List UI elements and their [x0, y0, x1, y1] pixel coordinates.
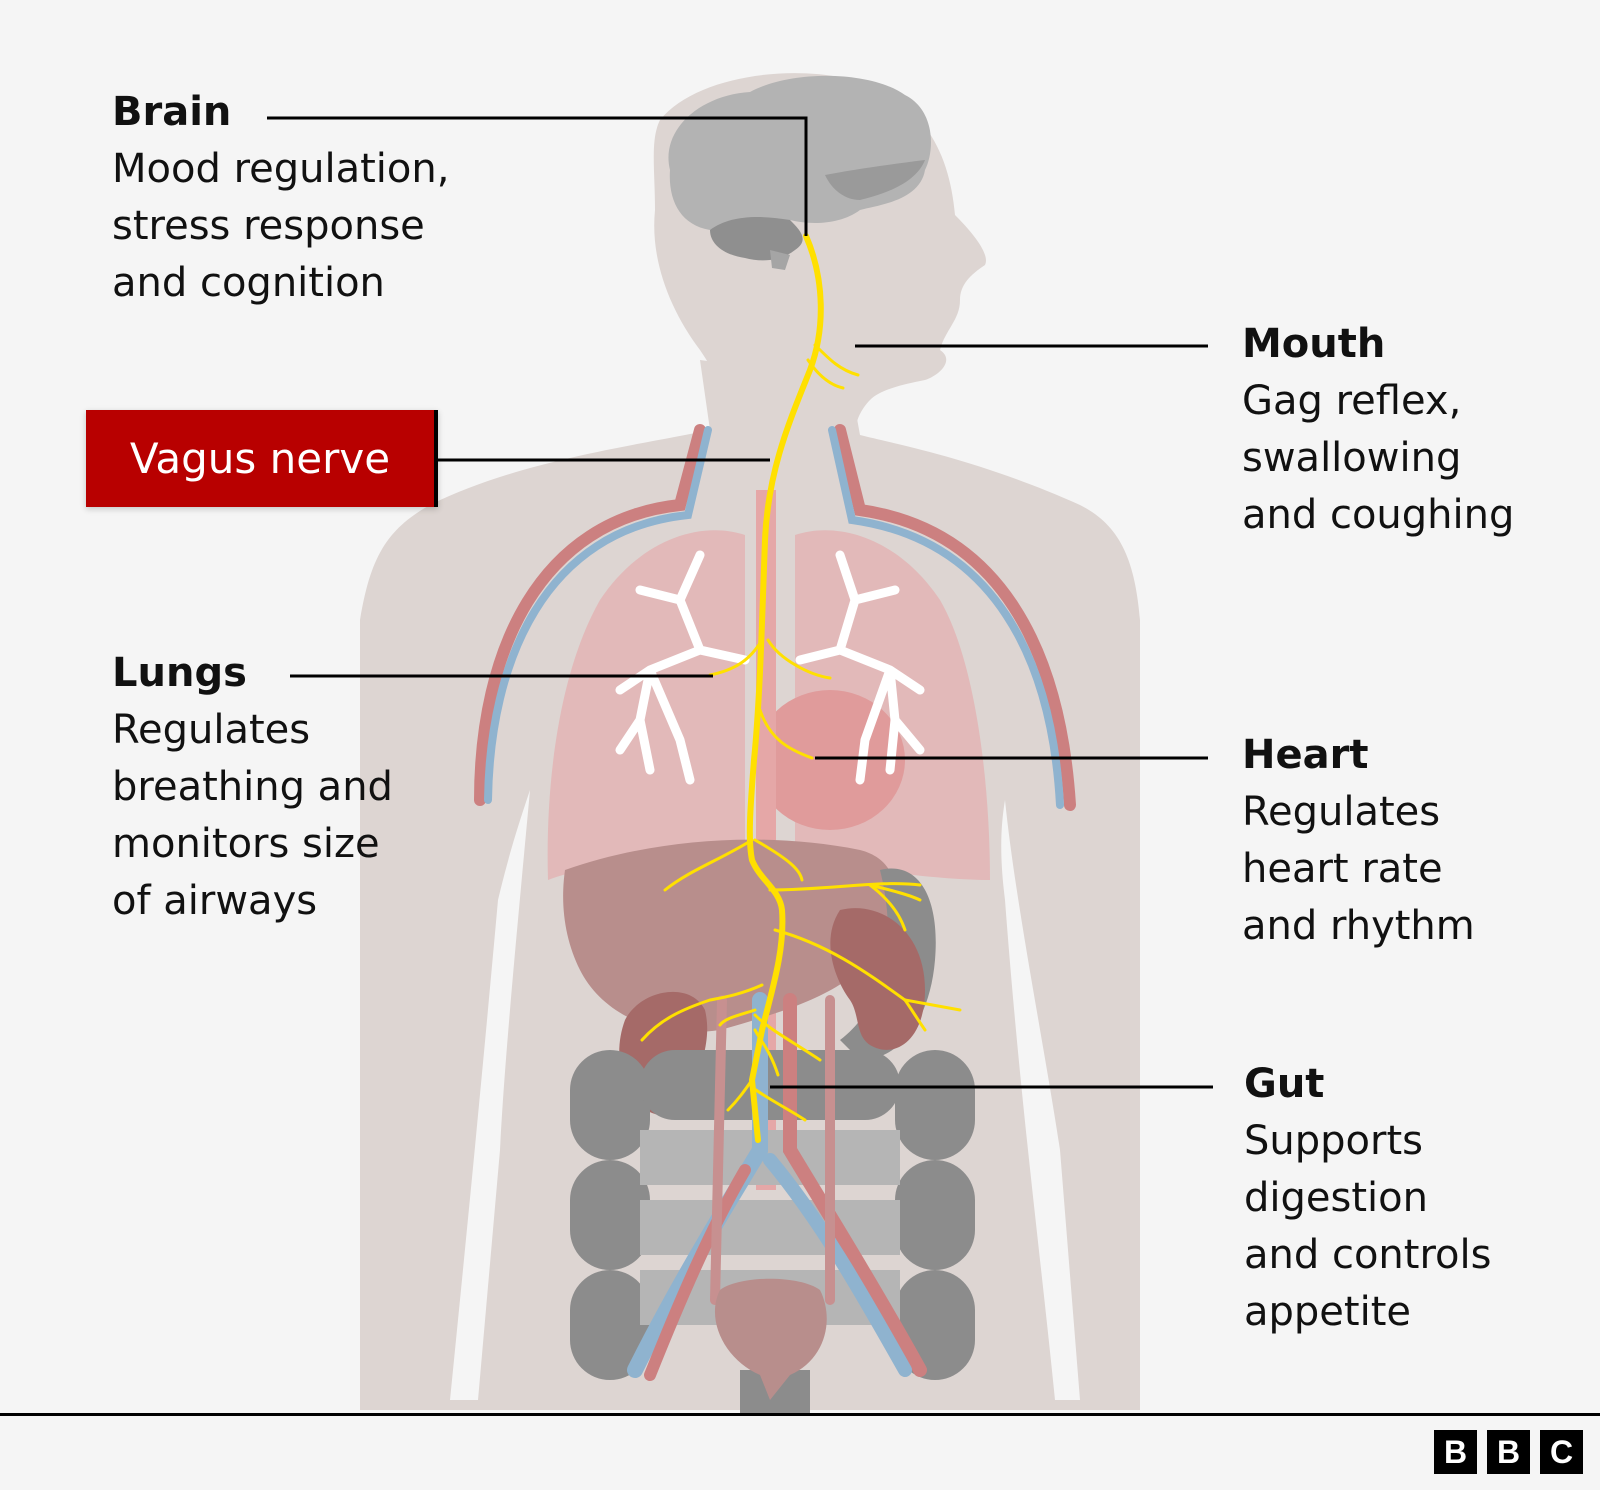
blood-vessels: [474, 424, 1076, 811]
brain-label-description: Mood regulation, stress response and cog…: [112, 146, 450, 306]
bbc-logo-letter: C: [1540, 1430, 1583, 1474]
brain-shape: [668, 75, 931, 270]
heart-label: Heart Regulates heart rate and rhythm: [1242, 727, 1475, 955]
heart-label-title: Heart: [1242, 732, 1369, 778]
footer-divider: [0, 1413, 1600, 1416]
lungs-label: Lungs Regulates breathing and monitors s…: [112, 645, 393, 930]
brain-leader-line: [267, 116, 808, 236]
vagus-nerve-path: [640, 233, 962, 1143]
leader-lines: [267, 116, 1213, 1089]
bbc-logo: B B C: [1434, 1430, 1583, 1474]
gut-label-description: Supports digestion and controls appetite: [1244, 1118, 1492, 1335]
lungs-label-title: Lungs: [112, 650, 247, 696]
brain-label: Brain Mood regulation, stress response a…: [112, 84, 449, 312]
gut-label-title: Gut: [1244, 1061, 1325, 1107]
brain-label-title: Brain: [112, 89, 232, 135]
lower-vessels: [627, 992, 927, 1381]
bronchi-shape: [615, 550, 925, 785]
vagus-nerve-highlight-label: Vagus nerve: [86, 410, 438, 507]
arm-gaps: [450, 790, 1080, 1400]
mouth-label-title: Mouth: [1242, 321, 1386, 367]
heart-shape: [755, 690, 905, 830]
gut-label: Gut Supports digestion and controls appe…: [1244, 1056, 1491, 1341]
mouth-label-description: Gag reflex, swallowing and coughing: [1242, 378, 1515, 538]
bbc-logo-letter: B: [1487, 1430, 1530, 1474]
bbc-logo-letter: B: [1434, 1430, 1477, 1474]
lungs-label-description: Regulates breathing and monitors size of…: [112, 707, 393, 924]
heart-label-description: Regulates heart rate and rhythm: [1242, 789, 1475, 949]
mouth-label: Mouth Gag reflex, swallowing and coughin…: [1242, 316, 1514, 544]
bladder-shape: [714, 1278, 827, 1400]
